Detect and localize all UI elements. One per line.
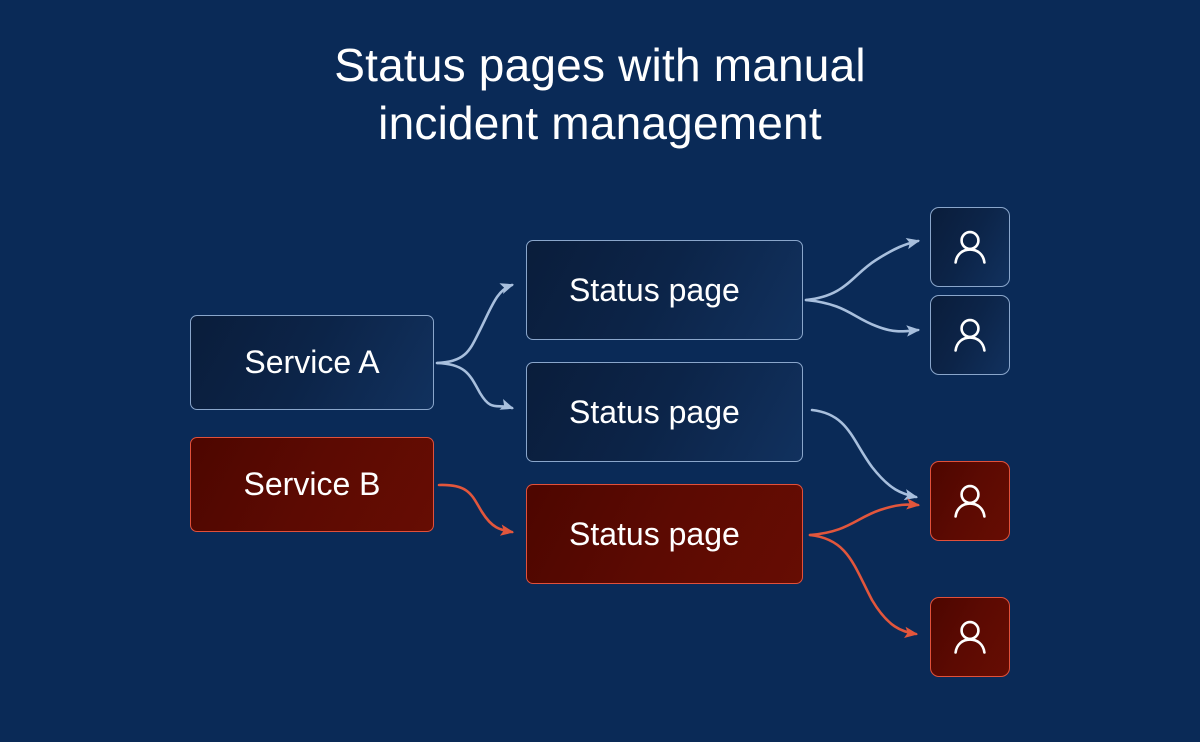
node-status-page-1[interactable]: Status page [526, 240, 803, 340]
node-service-a[interactable]: Service A [190, 315, 434, 410]
node-user-2[interactable] [930, 295, 1010, 375]
node-service-a-label: Service A [244, 344, 380, 380]
page-title: Status pages with manual incident manage… [334, 39, 866, 149]
node-status-page-2-label: Status page [569, 393, 740, 430]
edge-service-a-to-status-page-1 [435, 283, 515, 365]
node-service-b[interactable]: Service B [190, 437, 434, 532]
edge-status-page-1-to-user-2 [804, 298, 921, 337]
node-status-page-3-label: Status page [569, 515, 740, 552]
node-service-b-label: Service B [243, 466, 381, 502]
person-icon [954, 318, 986, 352]
edge-service-a-to-status-page-2 [435, 361, 515, 410]
person-icon [954, 620, 986, 654]
edge-status-page-2-to-user-3 [810, 408, 919, 501]
node-status-page-3[interactable]: Status page [526, 484, 803, 584]
person-icon [954, 230, 986, 264]
node-user-1[interactable] [930, 207, 1010, 287]
node-status-page-2[interactable]: Status page [526, 362, 803, 462]
person-icon [954, 484, 986, 518]
node-user-4[interactable] [930, 597, 1010, 677]
node-status-page-1-label: Status page [569, 271, 740, 308]
edge-status-page-1-to-user-1 [804, 238, 921, 302]
edge-status-page-3-to-user-3 [808, 498, 921, 537]
node-user-3[interactable] [930, 461, 1010, 541]
edge-status-page-3-to-user-4 [808, 533, 919, 639]
edge-service-b-to-status-page-3 [437, 483, 515, 536]
